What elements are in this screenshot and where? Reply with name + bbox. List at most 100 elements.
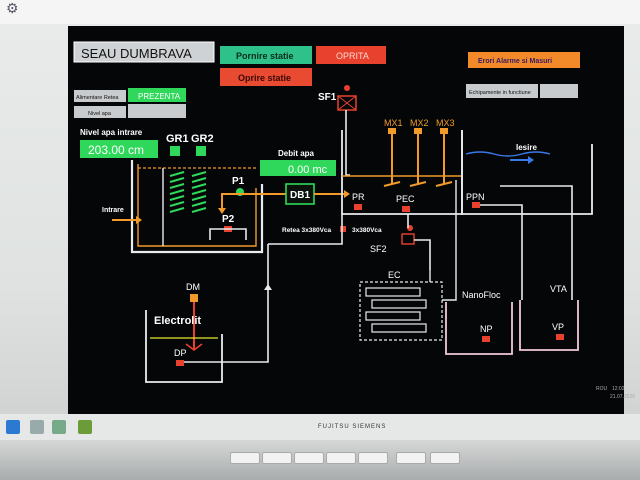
gr2-label: GR2 xyxy=(191,133,214,145)
gr2-motor[interactable] xyxy=(196,146,206,156)
water-level-value-box xyxy=(128,104,186,118)
ec-plates xyxy=(365,287,427,333)
start-station-button[interactable] xyxy=(220,46,312,64)
station-title-box xyxy=(73,41,215,63)
alarms-label: Erori Alarme si Masuri xyxy=(478,58,552,65)
dm-blade xyxy=(185,343,203,351)
dp-pump[interactable] xyxy=(176,360,184,366)
pec-pump[interactable] xyxy=(402,206,410,212)
retea-valve[interactable] xyxy=(340,226,346,232)
inflow-arrow xyxy=(136,216,142,224)
nanofloc-tank xyxy=(445,302,513,355)
search-icon[interactable] xyxy=(30,420,44,434)
gr1-label: GR1 xyxy=(166,133,189,145)
top-desktop-strip xyxy=(0,0,640,24)
power-value-box xyxy=(128,88,186,102)
sf1-cross2 xyxy=(337,95,357,111)
np-pump[interactable] xyxy=(482,336,490,342)
power-value: PREZENTA xyxy=(138,92,181,101)
p1-label: P1 xyxy=(232,176,245,187)
sf2-label: SF2 xyxy=(370,244,387,254)
sf2-valve[interactable] xyxy=(401,233,415,245)
station-title: SEAU DUMBRAVA xyxy=(81,46,192,61)
system-date[interactable]: 21.07.2020 xyxy=(610,394,636,400)
monitor-button-1[interactable] xyxy=(230,452,260,464)
monitor-power-button[interactable] xyxy=(430,452,460,464)
stop-station-button[interactable] xyxy=(220,68,312,86)
monitor-button-4[interactable] xyxy=(326,452,356,464)
mixer-blades xyxy=(383,181,453,187)
flow-label: Debit apa xyxy=(278,149,315,158)
pr-pump[interactable] xyxy=(354,204,362,210)
ppn-pipe xyxy=(480,204,523,300)
dm-motor[interactable] xyxy=(190,294,198,302)
stopped-status-label: OPRITA xyxy=(336,51,369,61)
windows-start-icon[interactable] xyxy=(6,420,20,434)
vp-pump[interactable] xyxy=(556,334,564,340)
mx3-motor[interactable] xyxy=(440,128,448,134)
monitor-button-5[interactable] xyxy=(358,452,388,464)
np-label: NP xyxy=(480,324,493,334)
sf2-pipe xyxy=(407,214,431,270)
electrolyte-label: Electrolit xyxy=(154,315,201,327)
language-indicator[interactable]: ROU xyxy=(596,386,608,392)
vta-tank xyxy=(519,300,579,351)
ec-pipe xyxy=(429,180,457,301)
monitor-button-2[interactable] xyxy=(262,452,292,464)
p2-pipe xyxy=(209,228,247,240)
p1-arrow xyxy=(218,208,226,214)
windows-taskbar xyxy=(0,414,640,440)
brand-name-2: SIEMENS xyxy=(352,424,387,430)
mixers xyxy=(391,130,445,184)
dm-label: DM xyxy=(186,282,200,292)
pec-label: PEC xyxy=(396,194,415,204)
ppn-pump[interactable] xyxy=(472,202,480,208)
pr-label: PR xyxy=(352,192,365,202)
electrolyte-tank xyxy=(145,310,223,383)
grate-gr2 xyxy=(191,171,207,213)
main-pipe-arrow xyxy=(344,190,350,198)
mx3-label: MX3 xyxy=(436,118,455,128)
brand-name: FUJITSU xyxy=(318,424,350,430)
stopped-status-button[interactable] xyxy=(316,46,386,64)
sf1-valve[interactable] xyxy=(337,95,357,111)
mx1-motor[interactable] xyxy=(388,128,396,134)
power-label-box xyxy=(74,90,126,102)
system-clock[interactable]: 12:02 xyxy=(612,386,625,392)
vta-label: VTA xyxy=(550,284,567,294)
mx2-label: MX2 xyxy=(410,118,429,128)
db1-label: DB1 xyxy=(290,190,310,201)
dp-pipe xyxy=(184,244,269,363)
power-380-label: 3x380Vca xyxy=(352,227,382,234)
inlet-level-value: 203.00 cm xyxy=(88,143,144,157)
sf1-motor xyxy=(344,85,350,91)
ec-unit[interactable] xyxy=(359,281,443,341)
monitor-button-6[interactable] xyxy=(396,452,426,464)
p2-label: P2 xyxy=(222,214,235,225)
dp-arrow xyxy=(264,284,272,290)
ec-label: EC xyxy=(388,270,401,280)
app-icon[interactable] xyxy=(78,420,92,434)
mx2-motor[interactable] xyxy=(414,128,422,134)
monitor-button-3[interactable] xyxy=(294,452,324,464)
sf1-pipe xyxy=(345,110,350,176)
ppn-label: PPN xyxy=(466,192,485,202)
inlet-tank-inner xyxy=(137,164,257,247)
sf1-label: SF1 xyxy=(318,92,337,103)
inlet-level-label: Nivel apa intrare xyxy=(80,128,143,137)
equipment-label: Echipamente in functiune xyxy=(469,90,531,96)
alarms-button[interactable] xyxy=(468,52,580,68)
p1-discharge xyxy=(221,193,286,210)
water-level-label-box xyxy=(74,106,126,118)
outlet-arrow xyxy=(528,156,534,164)
flow-display xyxy=(260,160,336,176)
task-view-icon[interactable] xyxy=(52,420,66,434)
flow-value: 0.00 mc xyxy=(288,164,328,176)
dp-label: DP xyxy=(174,348,187,358)
outlet-tank xyxy=(461,130,593,215)
equipment-value-box xyxy=(540,84,578,98)
gr1-motor[interactable] xyxy=(170,146,180,156)
stop-station-label: Oprire statie xyxy=(238,73,291,83)
inlet-level-display xyxy=(80,140,158,158)
